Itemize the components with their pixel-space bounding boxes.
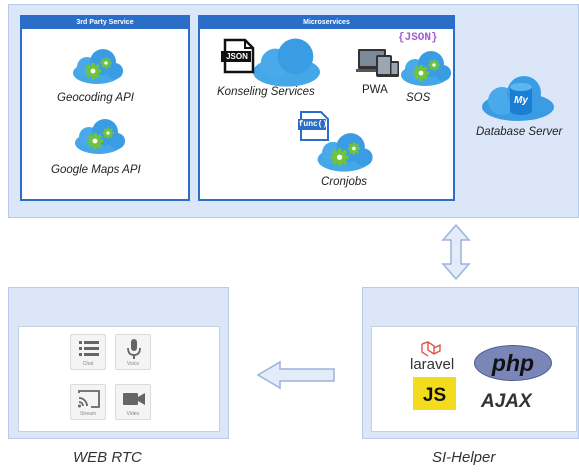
laravel-text: laravel <box>410 356 455 373</box>
list-icon <box>79 341 99 356</box>
cloud-gears-icon <box>70 48 124 88</box>
voice-tile[interactable]: Voice <box>115 334 151 370</box>
cronjobs-label: Cronjobs <box>321 176 368 188</box>
js-text: JS <box>422 385 447 406</box>
func-badge: func() <box>298 120 328 129</box>
geocoding-api-label: Geocoding API <box>57 92 134 104</box>
sos-label: SOS <box>406 92 431 104</box>
voice-caption: Voice <box>126 361 140 367</box>
ajax-text: AJAX <box>481 391 532 412</box>
mysql-badge: My <box>514 95 528 106</box>
microphone-icon <box>127 339 141 359</box>
cloud-gears-icon <box>398 50 452 90</box>
json-braces-label: {JSON} <box>398 32 438 44</box>
chat-caption: Chat <box>82 361 94 367</box>
si-helper-panel <box>371 326 577 432</box>
mysql-cloud-icon <box>482 76 554 121</box>
google-maps-api-label: Google Maps API <box>51 164 141 176</box>
si-helper-label: SI-Helper <box>432 449 496 466</box>
cloud-gears-icon <box>314 132 374 176</box>
json-file-icon <box>221 38 255 74</box>
left-arrow-icon <box>256 360 335 390</box>
laravel-logo-icon <box>421 341 441 357</box>
web-rtc-label: WEB RTC <box>73 449 142 466</box>
cloud-icon <box>252 38 320 87</box>
json-badge: JSON <box>226 52 248 61</box>
func-file-icon <box>298 111 329 141</box>
third-party-panel: 3rd Party Service <box>20 15 190 201</box>
video-caption: Video <box>126 411 140 417</box>
database-server-label: Database Server <box>476 126 563 138</box>
microservices-panel: Microservices <box>198 15 455 201</box>
pwa-label: PWA <box>362 84 388 96</box>
bidirectional-arrow-icon <box>441 224 471 280</box>
stream-tile[interactable]: Stream <box>70 384 106 420</box>
chat-tile[interactable]: Chat <box>70 334 106 370</box>
video-tile[interactable]: Video <box>115 384 151 420</box>
js-logo: JS <box>413 377 456 410</box>
konseling-services-label: Konseling Services <box>217 86 315 98</box>
stream-caption: Stream <box>79 411 97 417</box>
video-camera-icon <box>123 393 145 405</box>
php-logo: php <box>474 345 552 381</box>
third-party-header: 3rd Party Service <box>22 17 188 29</box>
microservices-header: Microservices <box>200 17 453 29</box>
devices-icon <box>356 49 399 77</box>
cast-icon <box>78 390 100 408</box>
cloud-gears-icon <box>72 118 126 158</box>
php-text: php <box>491 350 535 376</box>
